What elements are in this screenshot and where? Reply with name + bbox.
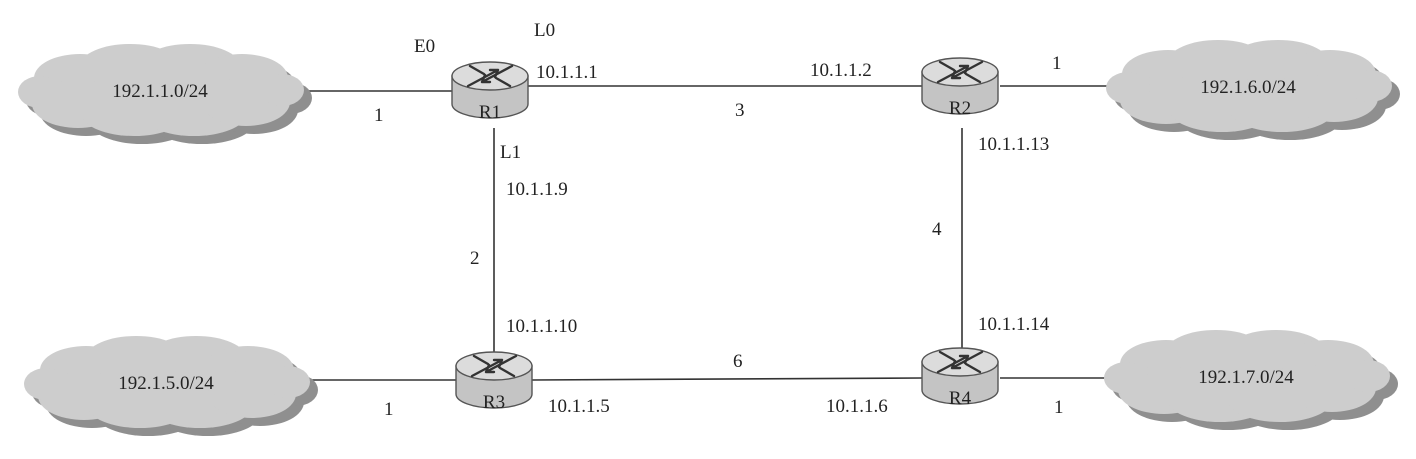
ip-label-r1-l1: 10.1.1.9 (506, 179, 568, 200)
cost-label-r3-net: 1 (384, 399, 394, 420)
network-label: 192.1.7.0/24 (1198, 367, 1294, 388)
interface-label-l0: L0 (534, 20, 555, 41)
network-cloud-net7: 192.1.7.0/24 (1104, 330, 1398, 430)
router-label: R1 (479, 102, 501, 123)
router-r3: R3 (454, 350, 534, 413)
interface-label-l1: L1 (500, 142, 521, 163)
ip-label-r3-up: 10.1.1.10 (506, 316, 577, 337)
ip-label-r1-l0: 10.1.1.1 (536, 62, 598, 83)
cost-label-r2-r4: 4 (932, 219, 942, 240)
router-r4: R4 (920, 346, 1000, 409)
ip-label-r4-left: 10.1.1.6 (826, 396, 888, 417)
cost-label-r4-net: 1 (1054, 397, 1064, 418)
ip-label-r2-left: 10.1.1.2 (810, 60, 872, 81)
network-cloud-net6: 192.1.6.0/24 (1106, 40, 1400, 140)
cost-label-r1-r3: 2 (470, 248, 480, 269)
cost-label-r1-net: 1 (374, 105, 384, 126)
ip-label-r4-up: 10.1.1.14 (978, 314, 1050, 335)
cost-label-r3-r4: 6 (733, 351, 743, 372)
network-label: 192.1.1.0/24 (112, 81, 208, 102)
router-r2: R2 (920, 56, 1000, 119)
interface-label-e0: E0 (414, 36, 435, 57)
router-r1: R1 (450, 60, 530, 123)
network-label: 192.1.6.0/24 (1200, 77, 1296, 98)
network-cloud-net5: 192.1.5.0/24 (24, 336, 318, 436)
network-cloud-net1: 192.1.1.0/24 (18, 44, 312, 144)
link-r3-r4 (531, 377, 923, 381)
cost-label-r2-net: 1 (1052, 53, 1062, 74)
router-label: R3 (483, 392, 505, 413)
ip-label-r3-right: 10.1.1.5 (548, 396, 610, 417)
ip-label-r2-down: 10.1.1.13 (978, 134, 1049, 155)
router-label: R2 (949, 98, 971, 119)
network-label: 192.1.5.0/24 (118, 373, 214, 394)
router-label: R4 (949, 388, 972, 409)
cost-label-r1-r2: 3 (735, 100, 745, 121)
